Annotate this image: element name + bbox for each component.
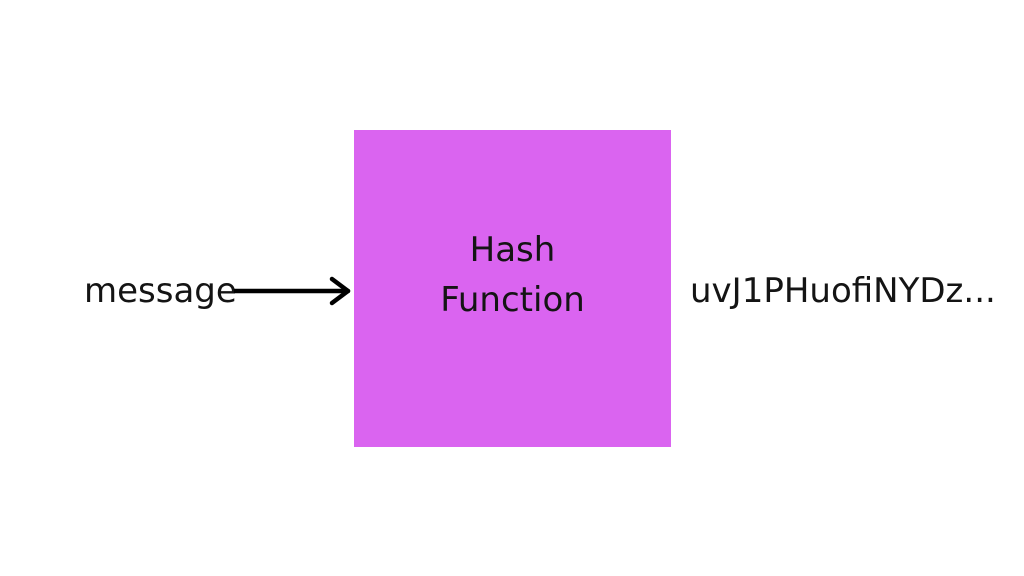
input-message-label: message <box>84 271 237 311</box>
hash-function-box: Hash Function <box>354 130 671 447</box>
right-arrow-icon <box>234 276 351 306</box>
hash-function-label: Hash Function <box>398 225 628 325</box>
hash-function-label-line-2: Function <box>440 279 585 320</box>
arrow-head <box>329 276 351 306</box>
output-hash-label: uvJ1PHuofiNYDz... <box>690 271 996 311</box>
hash-function-label-line-1: Hash <box>469 229 556 270</box>
